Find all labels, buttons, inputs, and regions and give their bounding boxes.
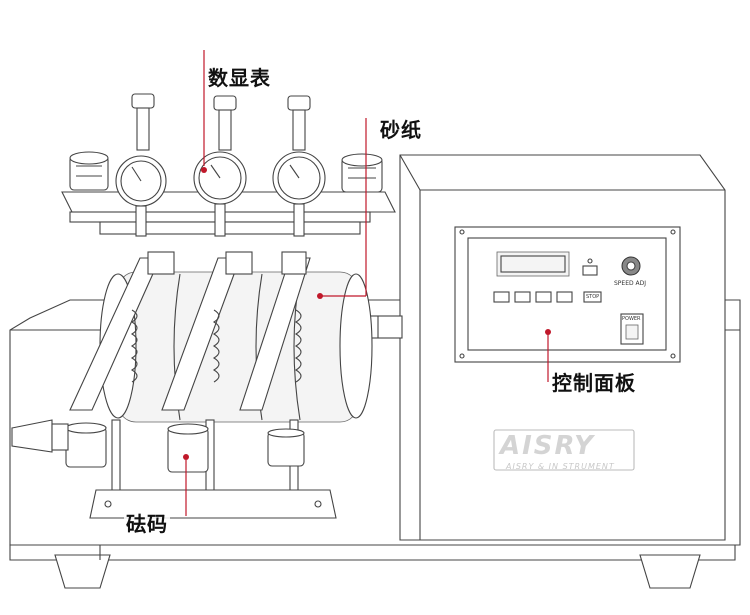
speed-adj-label: SPEED ADJ — [614, 280, 647, 287]
sandpaper-label: 砂纸 — [378, 118, 424, 142]
specimen-arms — [69, 251, 311, 411]
power-label: POWER — [622, 316, 641, 322]
weights — [65, 422, 305, 473]
panel-button-1[interactable] — [493, 291, 510, 303]
brand-tagline: AISRY & IN STRUMENT — [506, 462, 615, 471]
bottom-carriage — [89, 489, 337, 519]
dial-gauge-3 — [272, 95, 326, 237]
panel-button-4[interactable] — [556, 291, 573, 303]
weight-label: 砝码 — [124, 512, 170, 536]
panel-button-3[interactable] — [535, 291, 552, 303]
dial-gauge-2 — [193, 95, 247, 237]
stop-label: STOP — [586, 294, 600, 300]
control-panel-label: 控制面板 — [550, 371, 638, 395]
leader-lines — [185, 50, 367, 516]
brand-logo — [493, 429, 635, 471]
control-panel — [454, 226, 681, 382]
dial-gauge-label: 数显表 — [206, 66, 273, 90]
stop-button[interactable] — [583, 291, 602, 303]
panel-button-2[interactable] — [514, 291, 531, 303]
dial-gauge-1 — [115, 93, 167, 237]
brand-logo-text: AISRY — [500, 431, 595, 461]
mode-button[interactable] — [582, 265, 598, 276]
left-end-fitting — [11, 419, 69, 453]
